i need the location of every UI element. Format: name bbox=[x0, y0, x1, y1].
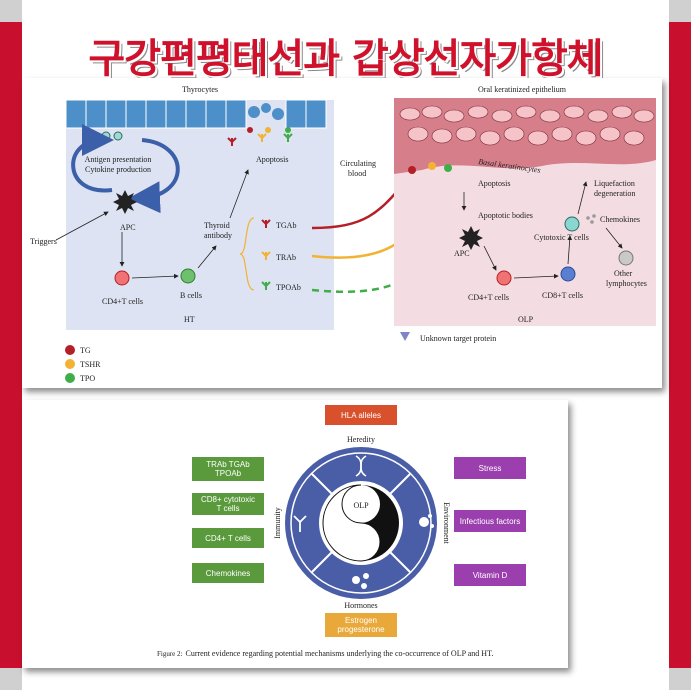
oral-epithelium-label: Oral keratinized epithelium bbox=[478, 85, 567, 94]
cd4-box-label: CD4+ T cells bbox=[205, 534, 251, 543]
other-lymphocytes-label-2: lymphocytes bbox=[606, 279, 647, 288]
immunity-label: Immunity bbox=[273, 507, 282, 539]
cd8-box-line1: CD8+ cytotoxic bbox=[201, 495, 255, 504]
ht-circle-label: HT bbox=[356, 536, 367, 545]
chemokine-dots bbox=[586, 214, 596, 224]
unknown-target-icon bbox=[400, 332, 410, 341]
legend-tpo-label: TPO bbox=[80, 374, 95, 383]
apoptosis-top-label: Apoptosis bbox=[256, 155, 288, 164]
page-title: 구강편평태선과 갑상선자가항체 bbox=[88, 36, 603, 82]
hla-box bbox=[325, 405, 397, 425]
apc-label-right: APC bbox=[454, 249, 470, 258]
apoptosis-right-label: Apoptosis bbox=[478, 179, 510, 188]
cd4-cell-right bbox=[496, 270, 512, 286]
liquefaction-label-1: Liquefaction bbox=[594, 179, 635, 188]
cd8-label: CD8+T cells bbox=[542, 291, 583, 300]
apoptotic-bodies-label: Apoptotic bodies bbox=[478, 211, 533, 220]
infectious-box bbox=[454, 510, 526, 532]
apc-label-left: APC bbox=[120, 223, 136, 232]
virus-icon bbox=[419, 514, 434, 528]
figure-caption: Figure 2:Current evidence regarding pote… bbox=[157, 649, 493, 658]
cytotoxic-t-cell bbox=[564, 216, 580, 232]
cd4-cell-left bbox=[114, 270, 130, 286]
cd4-label-right: CD4+T cells bbox=[468, 293, 509, 302]
legend: TG TSHR TPO bbox=[65, 345, 101, 383]
thyrocyte-layer bbox=[65, 99, 327, 146]
other-lymphocyte-cell bbox=[618, 250, 634, 266]
cytotoxic-t-label: Cytotoxic T cells bbox=[534, 233, 589, 242]
estrogen-line1: Estrogen bbox=[345, 616, 377, 625]
dna-icon bbox=[355, 455, 367, 477]
keratinocyte-cells bbox=[399, 105, 655, 146]
tgab-icon bbox=[261, 219, 271, 228]
antibody-icon bbox=[293, 515, 307, 532]
olp-label: OLP bbox=[518, 315, 534, 324]
other-lymphocytes-label-1: Other bbox=[614, 269, 633, 278]
cytokine-production-label: Cytokine production bbox=[85, 165, 151, 174]
apc-cell-left bbox=[113, 190, 137, 214]
tpoab-icon bbox=[261, 281, 271, 290]
triggers-label: Triggers bbox=[30, 237, 57, 246]
apc-cell-right bbox=[459, 226, 483, 250]
b-cell bbox=[180, 268, 196, 284]
environment-label: Environment bbox=[442, 502, 451, 545]
thyrocytes-label: Thyrocytes bbox=[182, 85, 218, 94]
chemokines-box bbox=[192, 563, 264, 583]
olp-circle-label: OLP bbox=[353, 501, 369, 510]
legend-tpo-icon bbox=[65, 373, 75, 383]
tpoab-label: TPOAb bbox=[276, 283, 301, 292]
vitamin-d-box bbox=[454, 564, 526, 586]
hormone-icon bbox=[352, 573, 369, 589]
b-cells-label: B cells bbox=[180, 291, 202, 300]
figure-1-mechanism: Thyrocytes Apoptosis Antigen presentatio… bbox=[22, 78, 662, 388]
thyroid-antibody-label-2: antibody bbox=[204, 231, 232, 240]
antigen-presentation-label: Antigen presentation bbox=[85, 155, 152, 164]
unknown-target-label: Unknown target protein bbox=[420, 334, 496, 343]
cd4-label-left: CD4+T cells bbox=[102, 297, 143, 306]
antibodies-box-line1: TRAb TGAb bbox=[206, 460, 250, 469]
cd8-cell bbox=[560, 266, 576, 282]
circulating-label-2: blood bbox=[348, 169, 366, 178]
legend-tg-icon bbox=[65, 345, 75, 355]
circulating-label-1: Circulating bbox=[340, 159, 376, 168]
hormones-label: Hormones bbox=[344, 601, 377, 610]
chemokines-label: Chemokines bbox=[600, 215, 640, 224]
ht-label: HT bbox=[184, 315, 195, 324]
tgab-label: TGAb bbox=[276, 221, 296, 230]
vitamin-d-label: Vitamin D bbox=[473, 571, 508, 580]
legend-tg-label: TG bbox=[80, 346, 91, 355]
trab-icon bbox=[261, 251, 271, 260]
legend-tshr-label: TSHR bbox=[80, 360, 101, 369]
caption-text: Current evidence regarding potential mec… bbox=[185, 649, 493, 658]
caption-label: Figure 2: bbox=[157, 650, 183, 658]
cd4-box bbox=[192, 528, 264, 548]
central-circle bbox=[285, 447, 437, 599]
infectious-label: Infectious factors bbox=[460, 517, 520, 526]
liquefaction-label-2: degeneration bbox=[594, 189, 635, 198]
stress-box bbox=[454, 457, 526, 479]
trab-label: TRAb bbox=[276, 253, 296, 262]
hla-label: HLA alleles bbox=[341, 411, 381, 420]
antibodies-box bbox=[192, 457, 264, 481]
cd8-box bbox=[192, 493, 264, 515]
cd8-box-line2: T cells bbox=[217, 504, 240, 513]
thyroid-antibody-label-1: Thyroid bbox=[204, 221, 230, 230]
figure-2-factors: HLA alleles Heredity OLP HT Immunity Env… bbox=[22, 400, 568, 668]
stress-label: Stress bbox=[479, 464, 502, 473]
legend-tshr-icon bbox=[65, 359, 75, 369]
estrogen-box bbox=[325, 613, 397, 637]
estrogen-line2: progesterone bbox=[337, 625, 385, 634]
antibodies-box-line2: TPOAb bbox=[215, 469, 242, 478]
heredity-label: Heredity bbox=[347, 435, 375, 444]
chemokines-box-label: Chemokines bbox=[206, 569, 250, 578]
